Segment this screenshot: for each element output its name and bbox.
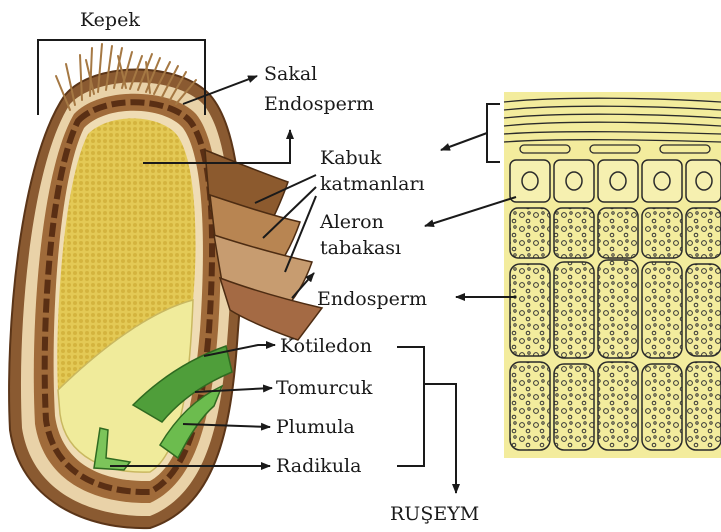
label-tomurcuk: Tomurcuk (276, 377, 373, 399)
label-endosperm-right: Endosperm (317, 288, 427, 310)
label-aleron: Aleron (319, 211, 384, 233)
label-kotiledon: Kotiledon (280, 335, 372, 357)
aleron-right-arrow (425, 197, 516, 226)
cell-section (504, 92, 721, 458)
endosperm-cells (510, 208, 721, 450)
label-katmanlari: katmanları (320, 173, 425, 195)
bran-bracket (487, 104, 500, 162)
label-radikula: Radikula (276, 455, 361, 477)
rusheym-connector (424, 384, 456, 493)
label-kepek: Kepek (80, 9, 140, 31)
aleurone-cells (510, 160, 721, 202)
label-rusheym: RUŞEYM (390, 503, 479, 525)
label-kabuk: Kabuk (320, 147, 382, 169)
label-endosperm-top: Endosperm (264, 93, 374, 115)
label-plumula: Plumula (276, 416, 355, 438)
rusheym-bracket (397, 347, 424, 466)
label-tabakasi: tabakası (320, 237, 401, 259)
label-sakal: Sakal (264, 63, 317, 85)
bran-arrow (441, 133, 487, 150)
